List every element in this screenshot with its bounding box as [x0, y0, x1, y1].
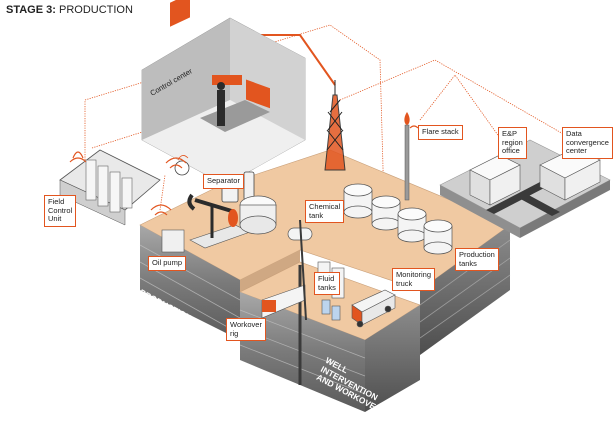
label-oil-pump: Oil pump [148, 256, 187, 271]
label-flare-stack: Flare stack [418, 125, 463, 140]
communication-tower [324, 80, 346, 171]
screen-icon [170, 0, 190, 27]
stage-label: STAGE 3: [6, 4, 56, 16]
label-separator: Separator [203, 174, 244, 189]
label-chemical-tank: Chemical tank [305, 200, 345, 223]
workover-rig [261, 219, 307, 321]
field-control-unit-panel [59, 149, 161, 226]
label-field-control-unit: Field Control Unit [44, 195, 77, 227]
stage-name: PRODUCTION [58, 4, 133, 16]
label-data-convergence-center: Data convergence center [562, 127, 613, 159]
label-ep-region-office: E&P region office [498, 127, 527, 159]
label-monitoring-truck: Monitoring truck [392, 268, 436, 291]
control-center-room [141, 0, 306, 186]
chemical-tank [239, 195, 313, 241]
oil-pump [161, 193, 251, 253]
flare-stack [404, 112, 410, 201]
wifi-icon [69, 125, 419, 216]
production-tanks [343, 183, 453, 255]
page-title: STAGE 3: PRODUCTION [6, 4, 133, 16]
label-fluid-tanks: Fluid tanks [314, 272, 340, 295]
label-workover-rig: Workover rig [226, 318, 266, 341]
label-production-tanks: Production tanks [455, 248, 499, 271]
operator-icon [217, 90, 225, 126]
monitoring-truck [351, 289, 396, 328]
ep-region-office-building [469, 154, 521, 206]
screen-icon [212, 75, 242, 85]
